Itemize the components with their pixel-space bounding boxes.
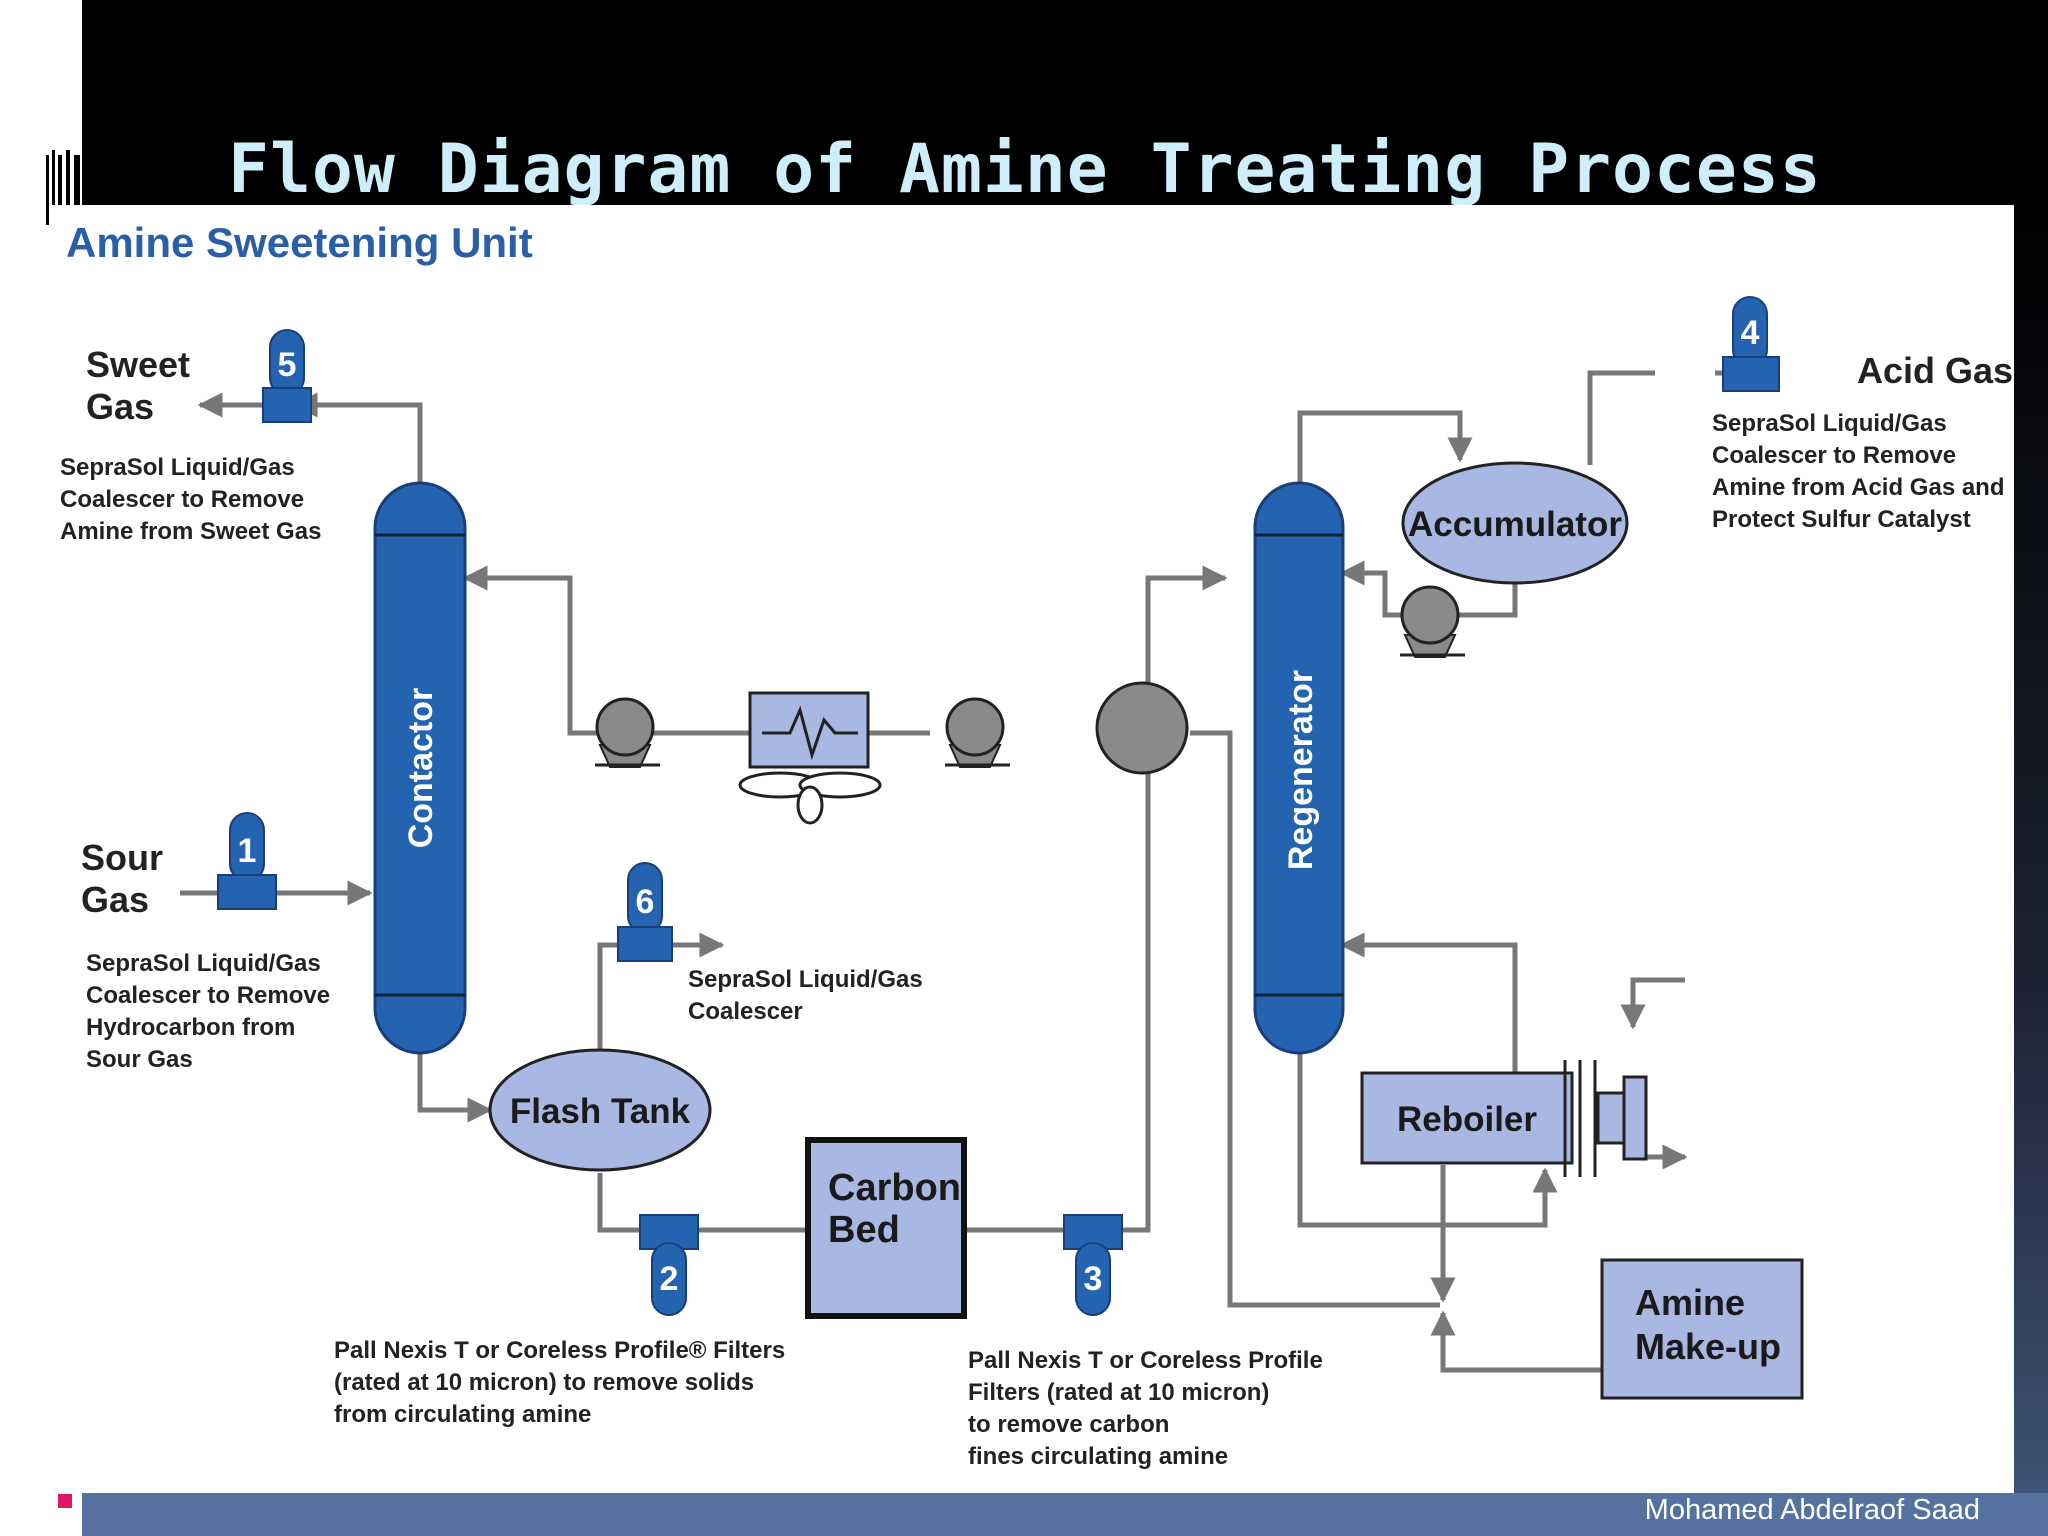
flash-tank: Flash Tank <box>488 1048 712 1172</box>
note-line: fines circulating amine <box>968 1443 1228 1470</box>
carbon-bed: Carbon Bed <box>805 1137 967 1319</box>
filter-6-note: SepraSol Liquid/Gas Coalescer <box>688 966 923 1025</box>
filter-4-note: SepraSol Liquid/Gas Coalescer to Remove … <box>1712 410 2005 533</box>
filter-5-number: 5 <box>278 346 297 384</box>
filter-6: 6 <box>617 862 673 962</box>
filter-4-number: 4 <box>1741 314 1760 352</box>
pipe-reflux-return <box>1339 560 1415 618</box>
filter-3-number: 3 <box>1084 1260 1103 1298</box>
air-cooler-icon <box>738 691 882 825</box>
note-line: SepraSol Liquid/Gas <box>60 454 295 481</box>
slide-title: Flow Diagram of Amine Treating Process <box>228 130 1822 209</box>
note-line: SepraSol Liquid/Gas <box>1712 410 1947 437</box>
author-name: Mohamed Abdelraof Saad <box>1644 1494 1980 1526</box>
filter-2: 2 <box>639 1214 699 1316</box>
accumulator-label: Accumulator <box>1408 505 1622 544</box>
filter-4: 4 <box>1722 296 1780 392</box>
flash-tank-label: Flash Tank <box>510 1092 691 1131</box>
reboiler: Reboiler <box>1360 1060 1648 1177</box>
diagram-panel: Amine Sweetening Unit <box>50 205 2014 1493</box>
sour-gas-label-line2: Gas <box>81 879 149 920</box>
pipe-acid-gas-out <box>1587 370 1655 465</box>
pipe-heating-in <box>1620 977 1685 1030</box>
pipe-regenerator-bottoms <box>1297 1035 1558 1228</box>
note-line: Amine from Sweet Gas <box>60 518 321 545</box>
note-line: Amine from Acid Gas and <box>1712 474 2005 501</box>
slide-footer-bar <box>82 1493 2048 1536</box>
process-flow-diagram: Amine Sweetening Unit <box>60 219 2013 1470</box>
filter-3: 3 <box>1063 1214 1123 1316</box>
amine-makeup-tank: Amine Make-up <box>1600 1258 1804 1400</box>
note-line: Coalescer to Remove <box>60 486 304 513</box>
note-line: Coalescer to Remove <box>1712 442 1956 469</box>
carbon-bed-label-line1: Carbon <box>828 1167 961 1209</box>
note-line: Hydrocarbon from <box>86 1014 295 1041</box>
note-line: Pall Nexis T or Coreless Profile® Filter… <box>334 1337 785 1364</box>
note-line: (rated at 10 micron) to remove solids <box>334 1369 754 1396</box>
regenerator-column: Regenerator <box>1253 481 1345 1055</box>
note-line: SepraSol Liquid/Gas <box>688 966 923 993</box>
filter-5-note: SepraSol Liquid/Gas Coalescer to Remove … <box>60 454 321 545</box>
filter-6-number: 6 <box>636 883 655 921</box>
filter-3-note: Pall Nexis T or Coreless Profile Filters… <box>968 1347 1323 1470</box>
filter-2-number: 2 <box>660 1260 679 1298</box>
slide-decoration-icon <box>46 150 80 230</box>
filter-1: 1 <box>217 812 277 910</box>
pipe-sweet-gas-outlet <box>292 392 423 488</box>
note-line: from circulating amine <box>334 1401 591 1428</box>
note-line: Pall Nexis T or Coreless Profile <box>968 1347 1323 1374</box>
filter-2-note: Pall Nexis T or Coreless Profile® Filter… <box>334 1337 785 1428</box>
note-line: Protect Sulfur Catalyst <box>1712 506 1971 533</box>
note-line: Filters (rated at 10 micron) <box>968 1379 1269 1406</box>
footer-bullet-icon <box>58 1494 72 1508</box>
accumulator: Accumulator <box>1401 461 1629 585</box>
pipe-rich-amine-to-flash <box>417 1042 493 1123</box>
sweet-gas-label-line2: Gas <box>86 386 154 427</box>
note-line: Coalescer to Remove <box>86 982 330 1009</box>
slide-header-band <box>82 0 2048 205</box>
note-line: SepraSol Liquid/Gas <box>86 950 321 977</box>
sweet-gas-label-line1: Sweet <box>86 344 190 385</box>
note-line: to remove carbon <box>968 1411 1169 1438</box>
pump-reflux-icon <box>1400 585 1465 658</box>
amine-makeup-label-line2: Make-up <box>1635 1326 1781 1367</box>
pipe-carbon-to-exchanger <box>964 735 1151 1233</box>
note-line: Coalescer <box>688 998 803 1025</box>
diagram-heading: Amine Sweetening Unit <box>66 219 533 266</box>
regenerator-label: Regenerator <box>1282 670 1320 870</box>
pipe-flash-to-carbon <box>597 1173 808 1233</box>
acid-gas-label: Acid Gas <box>1857 350 2013 391</box>
contactor-label: Contactor <box>402 688 440 849</box>
sour-gas-label-line1: Sour <box>81 837 163 878</box>
pipe-exchanger-to-makeup <box>1190 730 1440 1308</box>
filter-1-note: SepraSol Liquid/Gas Coalescer to Remove … <box>86 950 330 1073</box>
pump-left-icon <box>595 697 660 768</box>
heat-exchanger-icon <box>1095 681 1189 775</box>
pipe-reboiler-vapor-return <box>1339 932 1518 1077</box>
carbon-bed-label-line2: Bed <box>828 1209 900 1251</box>
pipe-overhead-to-accumulator <box>1297 410 1473 488</box>
pump-middle-icon <box>945 697 1010 768</box>
note-line: Sour Gas <box>86 1046 193 1073</box>
filter-1-number: 1 <box>238 832 257 870</box>
reboiler-label: Reboiler <box>1397 1100 1537 1139</box>
filter-5: 5 <box>262 329 312 423</box>
contactor-column: Contactor <box>373 481 467 1055</box>
slide-right-edge <box>2014 205 2048 1493</box>
amine-makeup-label-line1: Amine <box>1635 1282 1745 1323</box>
